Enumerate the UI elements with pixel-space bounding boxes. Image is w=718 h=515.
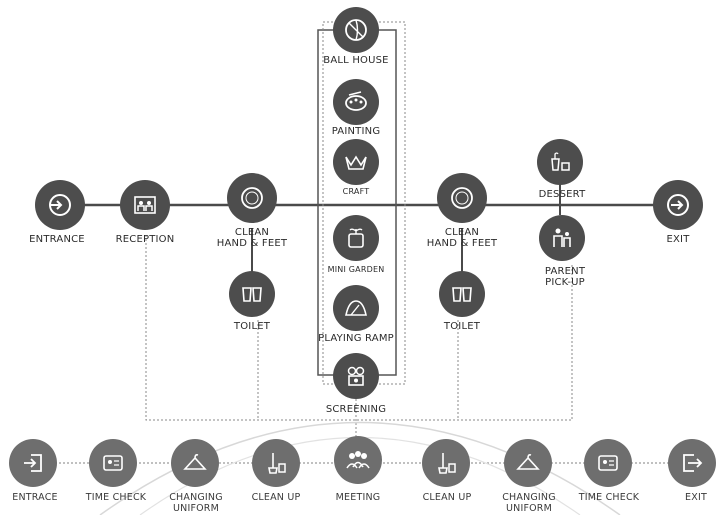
b-exit-label: EXIT	[685, 492, 707, 503]
b-changing2-line2: UNIFORM	[505, 503, 552, 514]
exit-arrow-icon	[667, 194, 689, 216]
painting-label: PAINTING	[331, 126, 381, 137]
broom-bucket-icon	[438, 453, 456, 474]
mini-garden-node	[333, 215, 379, 261]
screening-node	[333, 353, 379, 399]
clean1-line2: HAND & FEET	[216, 238, 288, 249]
clean2-line2: HAND & FEET	[426, 238, 498, 249]
exit-arrow-icon	[683, 454, 703, 472]
reception-node	[120, 180, 170, 230]
b-changing2-label: CHANGING UNIFORM	[502, 492, 556, 514]
people-desk-icon	[134, 196, 156, 214]
dessert-node	[537, 139, 583, 185]
b-meeting-node	[334, 436, 382, 484]
hanger-icon	[183, 454, 207, 470]
b-changing1-line2: UNIFORM	[172, 503, 219, 514]
parent-node	[539, 215, 585, 261]
b-changing2-node	[504, 439, 552, 487]
clean1-line1: CLEAN	[234, 227, 270, 238]
b-changing2-line1: CHANGING	[502, 492, 556, 503]
dessert-cups-icon	[551, 152, 570, 171]
toilet2-node	[439, 271, 485, 317]
b-time-check1-label: TIME CHECK	[85, 492, 147, 503]
dotted-link-left	[145, 235, 573, 421]
ball-house-node	[333, 7, 379, 53]
clean1-label: CLEAN HAND & FEET	[217, 227, 287, 249]
palette-icon	[345, 91, 367, 111]
id-card-icon	[598, 455, 618, 471]
exit-node	[653, 180, 703, 230]
dessert-label: DESSERT	[538, 189, 586, 200]
b-time-check2-node	[584, 439, 632, 487]
ramp-icon	[345, 300, 367, 316]
ball-icon	[345, 19, 367, 41]
entrance-arrow-icon	[24, 454, 42, 472]
plant-pot-icon	[348, 228, 364, 248]
b-changing1-node	[171, 439, 219, 487]
entrance-node	[35, 180, 85, 230]
playing-ramp-label: PLAYING RAMP	[318, 333, 394, 344]
b-changing1-line1: CHANGING	[169, 492, 223, 503]
b-clean-up1-label: CLEAN UP	[251, 492, 301, 503]
ball-house-label: BALL HOUSE	[323, 55, 389, 66]
b-entrace-node	[9, 439, 57, 487]
entrance-arrow-icon	[49, 194, 71, 216]
playing-ramp-node	[333, 285, 379, 331]
mini-garden-label: MINI GARDEN	[327, 265, 385, 274]
origami-icon	[345, 155, 367, 170]
clean2-label: CLEAN HAND & FEET	[427, 227, 497, 249]
toilet1-label: TOILET	[233, 321, 271, 332]
cups-icon	[242, 287, 262, 302]
exit-label: EXIT	[666, 234, 690, 245]
screening-label: SCREENING	[325, 404, 387, 415]
parent-label: PARENT PICK-UP	[545, 266, 585, 288]
craft-node	[333, 139, 379, 185]
parent-child-icon	[553, 228, 571, 247]
reception-label: RECEPTION	[115, 234, 175, 245]
water-circle-icon	[241, 187, 263, 209]
entrance-label: ENTRANCE	[29, 234, 85, 245]
b-changing1-label: CHANGING UNIFORM	[169, 492, 223, 514]
toilet2-label: TOILET	[443, 321, 481, 332]
b-clean-up1-node	[252, 439, 300, 487]
parent-line2: PICK-UP	[545, 277, 585, 288]
id-card-icon	[103, 455, 123, 471]
clean1-node	[227, 173, 277, 223]
b-time-check1-node	[89, 439, 137, 487]
clean2-line1: CLEAN	[444, 227, 480, 238]
b-clean-up2-node	[422, 439, 470, 487]
clean2-node	[437, 173, 487, 223]
b-entrace-label: ENTRACE	[12, 492, 58, 503]
b-time-check2-label: TIME CHECK	[578, 492, 640, 503]
b-exit-node	[668, 439, 716, 487]
craft-label: CRAFT	[342, 187, 370, 196]
b-meeting-label: MEETING	[335, 492, 381, 503]
activity-column-dotted	[322, 21, 406, 385]
cups-icon	[452, 287, 472, 302]
broom-bucket-icon	[268, 453, 286, 474]
hanger-icon	[516, 454, 540, 470]
group-icon	[346, 451, 370, 469]
b-clean-up2-label: CLEAN UP	[422, 492, 472, 503]
film-camera-icon	[347, 366, 365, 386]
water-circle-icon	[451, 187, 473, 209]
painting-node	[333, 79, 379, 125]
parent-line1: PARENT	[544, 266, 586, 277]
toilet1-node	[229, 271, 275, 317]
